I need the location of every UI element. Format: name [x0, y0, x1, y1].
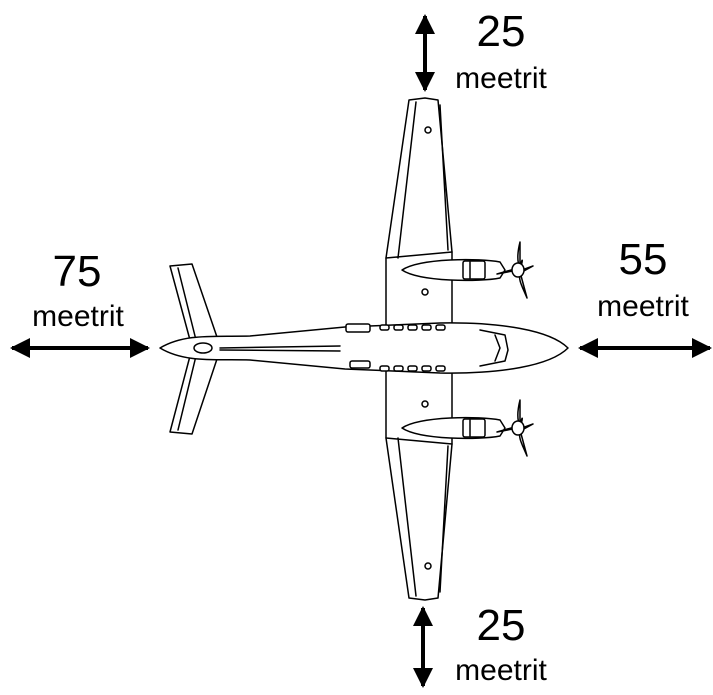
- cabin-windows: [379, 324, 446, 372]
- right-clearance-value: 55: [618, 235, 668, 284]
- fuselage: [159, 322, 569, 374]
- left-clearance-value: 75: [52, 247, 102, 296]
- right-clearance-unit: meetrit: [597, 290, 689, 323]
- left-clearance-unit: meetrit: [32, 300, 124, 333]
- top-clearance-value: 25: [476, 7, 526, 56]
- bottom-clearance-unit: meetrit: [455, 654, 547, 687]
- bottom-clearance-value: 25: [476, 601, 526, 650]
- top-clearance-unit: meetrit: [455, 62, 547, 95]
